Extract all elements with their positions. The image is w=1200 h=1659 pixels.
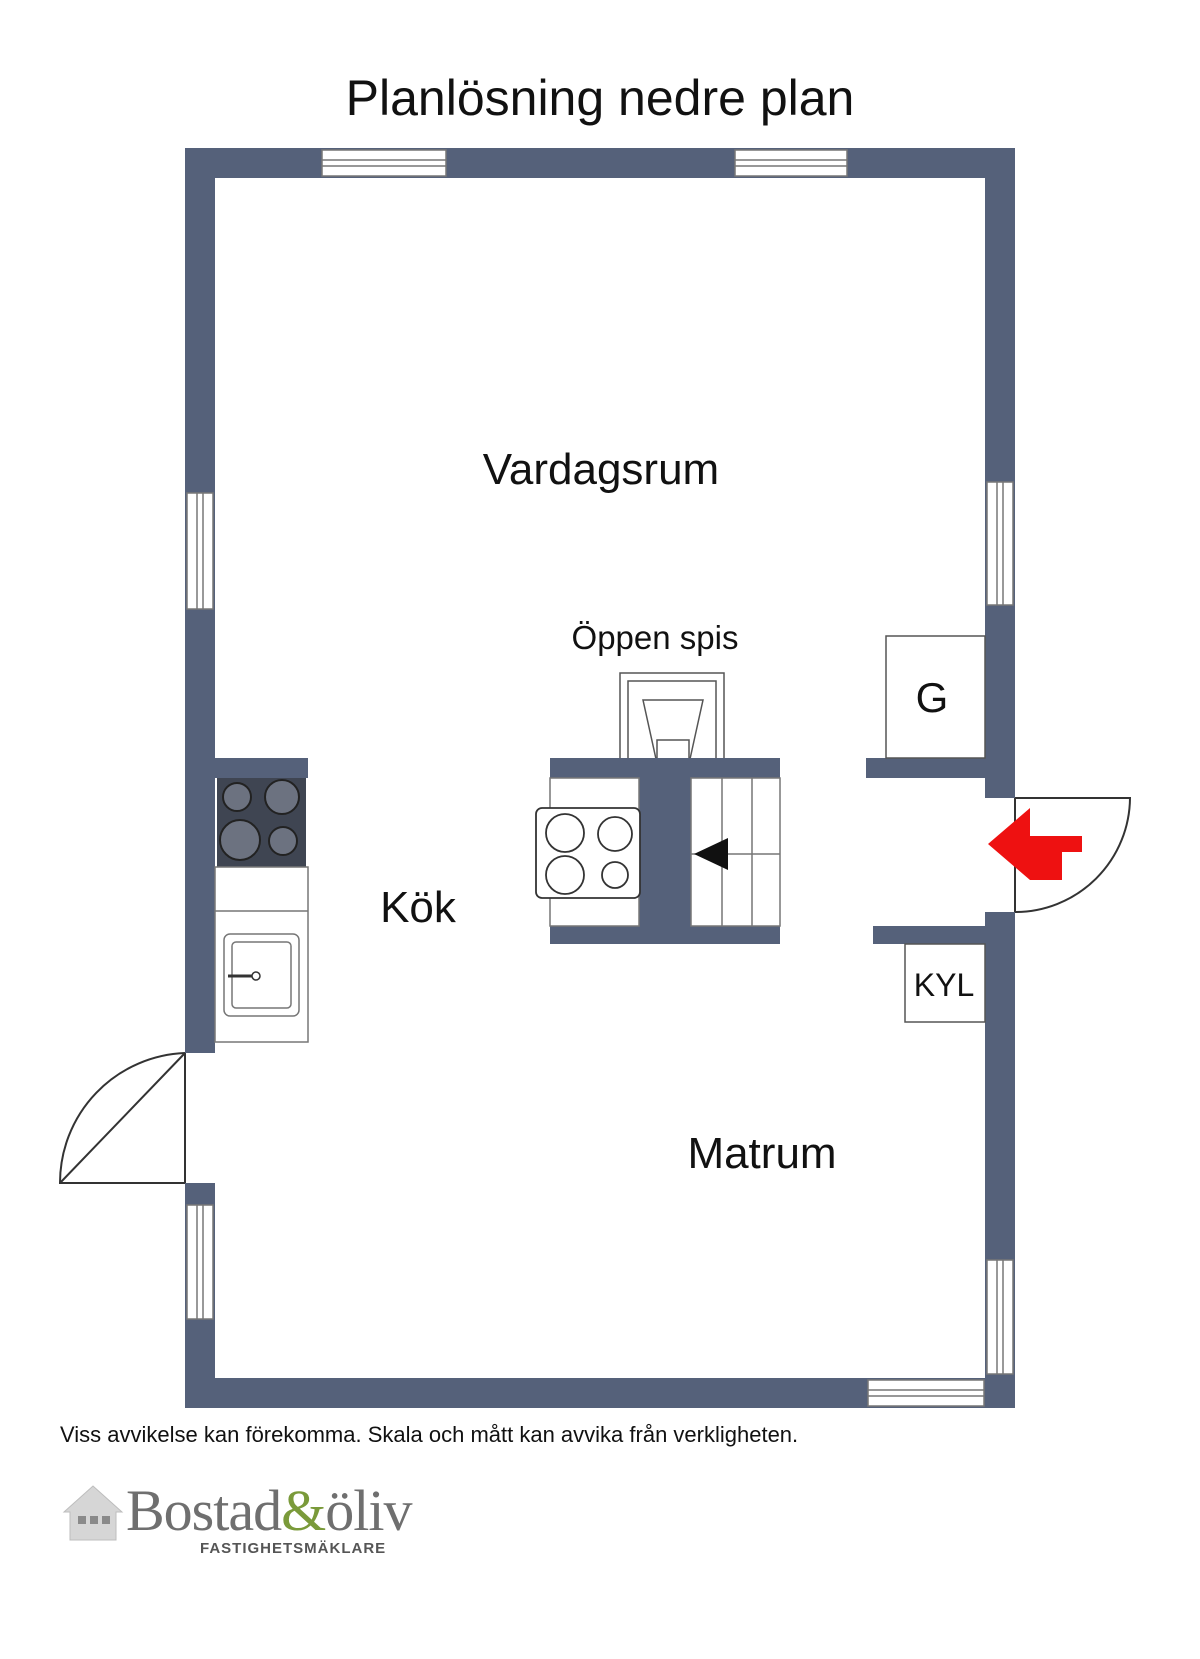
disclaimer-text: Viss avvikelse kan förekomma. Skala och … [60, 1422, 799, 1447]
logo-tagline: FASTIGHETSMÄKLARE [200, 1540, 387, 1557]
logo-wordmark: Bostad&öliv [126, 1478, 412, 1544]
wall-entrance-upper [866, 758, 985, 778]
window-left-upper [186, 492, 214, 610]
plan-title: Planlösning nedre plan [345, 70, 855, 126]
window-left-lower [186, 1204, 214, 1320]
wall-top [185, 148, 1015, 178]
fireplace [619, 672, 725, 760]
window-bottom [867, 1379, 985, 1407]
wall-entrance-lower [873, 926, 985, 944]
room-label-fireplace: Öppen spis [572, 619, 739, 656]
window-right-lower [986, 1259, 1014, 1375]
room-label-kitchen: Kök [380, 883, 457, 932]
kitchen-counter [214, 866, 309, 1043]
closet [885, 635, 986, 759]
side-door [58, 1052, 186, 1184]
window-top-left [321, 149, 447, 177]
entrance-arrow-icon [988, 808, 1082, 880]
logo-ampersand: & [281, 1478, 326, 1543]
room-label-living: Vardagsrum [483, 445, 719, 494]
wall-right-upper [985, 148, 1015, 798]
windows [186, 149, 1014, 1407]
room-label-closet: G [916, 674, 949, 721]
room-label-fridge: KYL [914, 967, 974, 1003]
wall-kitchen-stub [215, 758, 308, 778]
house-icon [62, 1485, 124, 1541]
logo-word-1: Bostad [126, 1478, 282, 1543]
logo-word-2: öliv [325, 1478, 412, 1543]
stair-direction-arrow-icon [694, 838, 728, 870]
sink [223, 933, 300, 1017]
window-right-upper [986, 481, 1014, 606]
room-label-dining: Matrum [687, 1129, 836, 1178]
window-top-right [734, 149, 848, 177]
kitchen-stove [217, 778, 306, 867]
brand-logo: Bostad&öliv FASTIGHETSMÄKLARE [60, 1478, 480, 1568]
fridge [904, 943, 986, 1023]
central-block [535, 758, 780, 944]
